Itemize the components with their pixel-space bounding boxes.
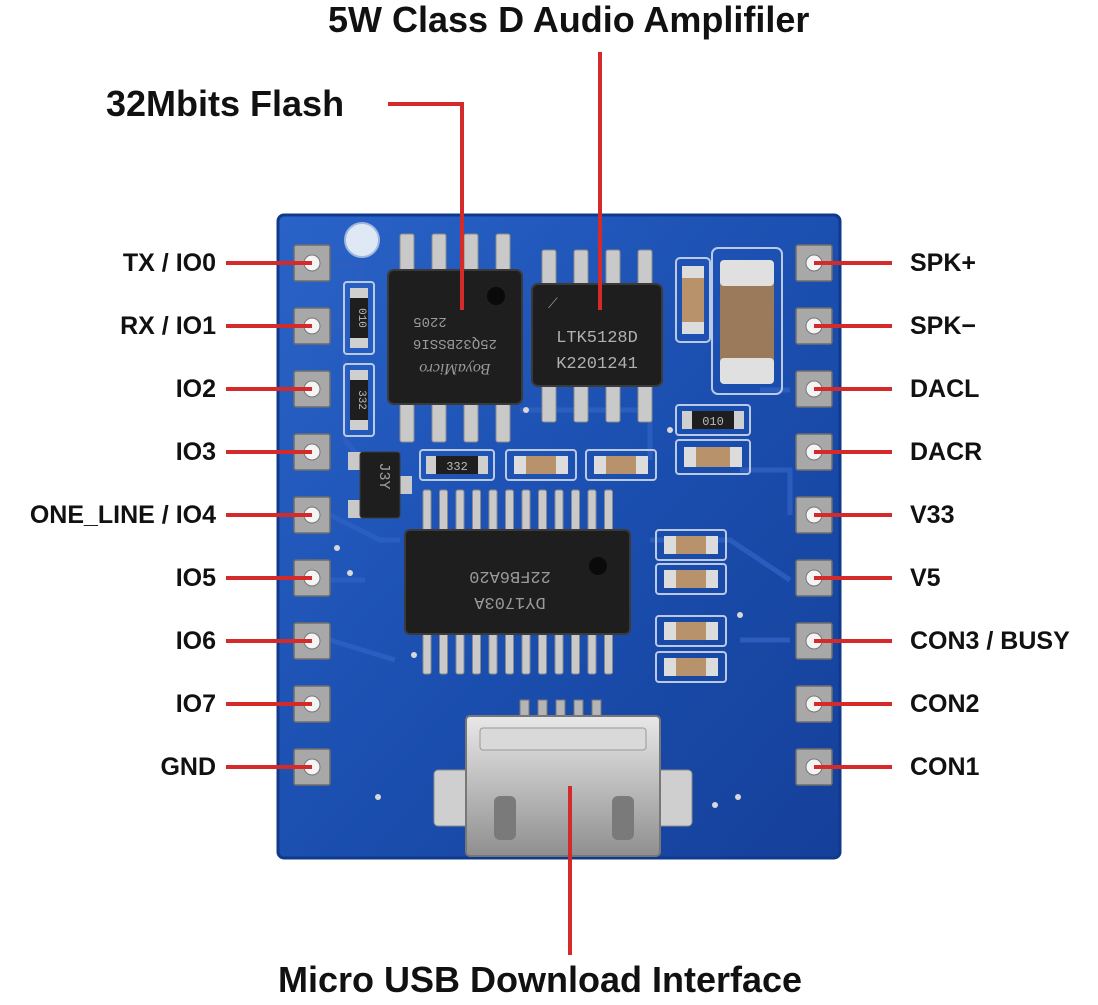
- mcu-top-pin-7: [521, 489, 531, 535]
- mcu-top-pin-9: [554, 489, 564, 535]
- pin-label-right-4: DACR: [910, 438, 983, 466]
- transistor-marking: J3Y: [375, 462, 392, 489]
- flash-marking-3: BoyaMicro: [419, 360, 490, 377]
- pin-leader-lines: [226, 261, 892, 769]
- pin-label-left-5: ONE_LINE / IO4: [29, 501, 216, 529]
- usb-callout-label: Micro USB Download Interface: [278, 959, 803, 1000]
- pin-label-right-8: CON2: [910, 690, 980, 718]
- pin-label-left-2: RX / IO1: [120, 312, 216, 340]
- res-marking-d: 010: [702, 415, 724, 429]
- amplifier-chip: ⟋ LTK5128D K2201241: [531, 249, 663, 423]
- mcu-top-pin-4: [472, 489, 481, 535]
- amplifier-logo-mark: ⟋: [548, 295, 558, 311]
- pin-label-right-9: CON1: [910, 753, 980, 781]
- pin-label-right-1: SPK+: [910, 249, 977, 277]
- mcu-top-pin-11: [587, 489, 597, 535]
- mcu-bottom-pin-8: [538, 629, 547, 675]
- mcu-bottom-pin-9: [554, 629, 564, 675]
- resistor-332-middle: 332: [419, 449, 495, 481]
- mcu-bottom-pin-6: [505, 629, 514, 675]
- mcu-chip: 22FB6A20 DY1703A: [404, 489, 631, 675]
- pin-label-right-6: V5: [910, 564, 941, 592]
- flash-marking-2: 25Q32BSSI6: [413, 335, 497, 351]
- micro-usb-connector: [433, 699, 693, 857]
- callout-lines: [388, 52, 602, 955]
- pin-label-left-3: IO2: [175, 375, 216, 403]
- mcu-marking-1: 22FB6A20: [469, 566, 551, 585]
- flash-chip: 2205 25Q32BSSI6 BoyaMicro: [387, 233, 523, 443]
- transistor: J3Y: [348, 451, 412, 519]
- mcu-bottom-pin-1: [422, 629, 432, 675]
- res-marking-b: 332: [446, 460, 468, 474]
- mcu-bottom-pin-12: [604, 629, 613, 675]
- pin-label-left-7: IO6: [175, 627, 216, 655]
- mcu-top-pin-2: [439, 489, 448, 535]
- resistor-332-left: 332: [343, 363, 375, 437]
- pin-label-left-6: IO5: [175, 564, 216, 592]
- mounting-hole: [344, 222, 380, 258]
- mcu-bottom-pin-3: [455, 629, 465, 675]
- mcu-bottom-pin-2: [439, 629, 448, 675]
- ceramic-capacitors: [505, 439, 751, 683]
- pin-label-right-7: CON3 / BUSY: [910, 627, 1070, 655]
- mcu-top-pin-3: [455, 489, 465, 535]
- pin-label-left-4: IO3: [175, 438, 216, 466]
- mcu-bottom-pin-5: [488, 629, 498, 675]
- flash-callout-label: 32Mbits Flash: [106, 83, 345, 124]
- flash-marking-1: 2205: [413, 313, 447, 329]
- pin-label-right-3: DACL: [910, 375, 980, 403]
- amplifier-marking-1: LTK5128D: [556, 329, 638, 348]
- amplifier-marking-2: K2201241: [556, 355, 638, 374]
- pin-label-right-5: V33: [910, 501, 955, 529]
- large-capacitor: [675, 247, 783, 395]
- resistor-010-right: 010: [675, 404, 751, 436]
- mcu-bottom-pin-10: [571, 629, 580, 675]
- mcu-top-pin-1: [422, 489, 432, 535]
- amplifier-callout-label: 5W Class D Audio Amplifiler: [328, 0, 810, 40]
- mcu-marking-2: DY1703A: [474, 592, 546, 611]
- res-marking-a: 332: [355, 390, 367, 410]
- mcu-top-pin-12: [604, 489, 613, 535]
- pin-label-left-1: TX / IO0: [122, 249, 216, 277]
- mcu-top-pin-6: [505, 489, 514, 535]
- mcu-bottom-pin-7: [521, 629, 531, 675]
- mcu-bottom-pin-4: [472, 629, 481, 675]
- pin-label-left-8: IO7: [175, 690, 216, 718]
- resistor-010-left: 010: [343, 281, 375, 355]
- pin-label-right-2: SPK−: [910, 312, 977, 340]
- res-marking-c: 010: [355, 308, 367, 328]
- mcu-top-pin-5: [488, 489, 498, 535]
- mcu-top-pin-8: [538, 489, 547, 535]
- flash-callout-line: [388, 102, 464, 310]
- pin-label-left-9: GND: [160, 753, 216, 781]
- mcu-bottom-pin-11: [587, 629, 597, 675]
- mcu-top-pin-10: [571, 489, 580, 535]
- right-header-pads: [795, 244, 833, 786]
